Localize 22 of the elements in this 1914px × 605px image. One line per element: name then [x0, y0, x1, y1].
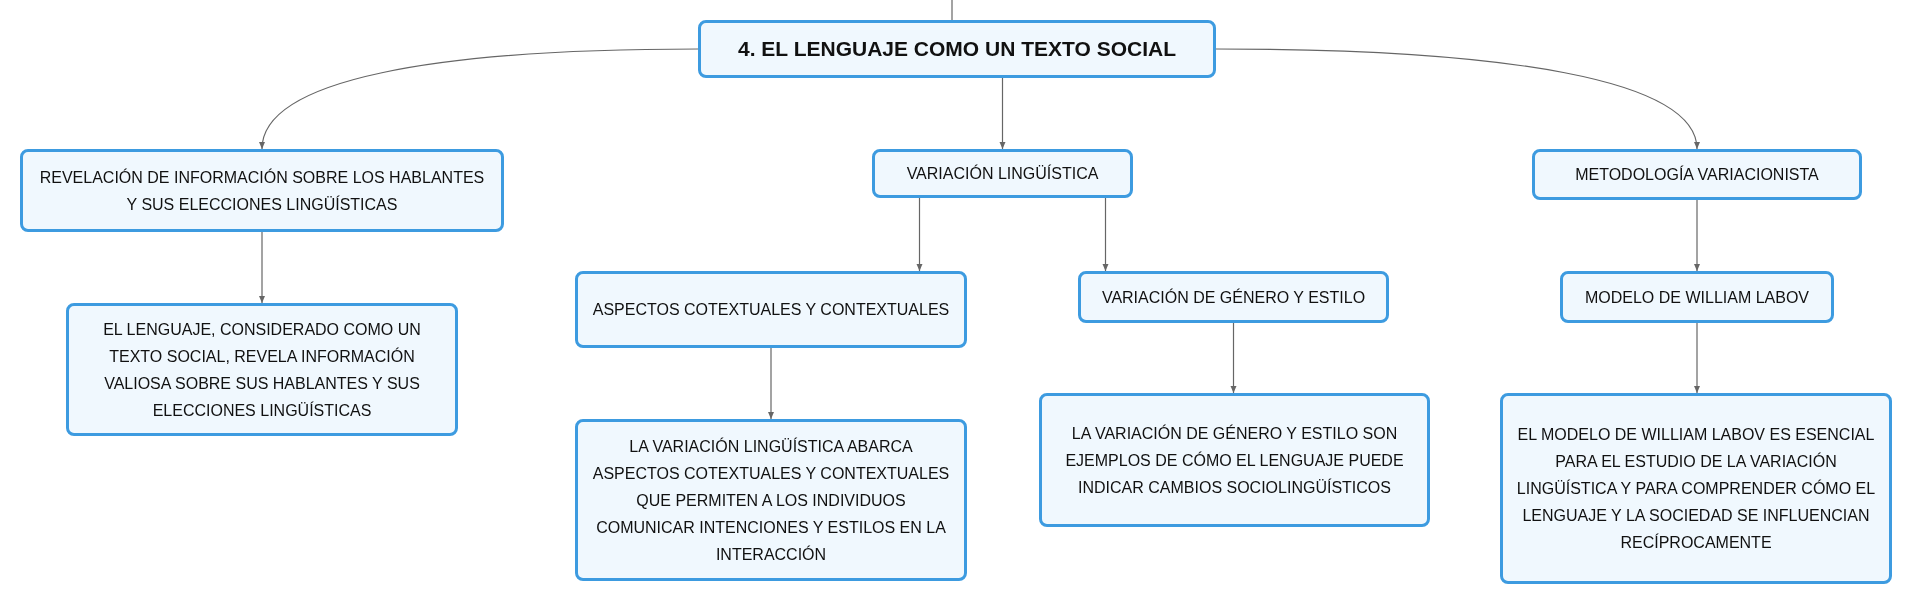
- concept-box: VARIACIÓN LINGÜÍSTICA: [872, 149, 1133, 198]
- connector-line: [1215, 48, 1699, 150]
- concept-box: EL LENGUAJE, CONSIDERADO COMO UN TEXTO SOCIAL, REVELA INFORMACIÓN VALIOSA SOBRE SUS HABLANTES Y SUS ELECCIONES LINGÜÍSTICAS: [66, 303, 458, 436]
- concept-box: VARIACIÓN DE GÉNERO Y ESTILO: [1078, 271, 1389, 323]
- concept-box: METODOLOGÍA VARIACIONISTA: [1532, 149, 1862, 200]
- connector-line: [260, 48, 699, 150]
- concept-box: MODELO DE WILLIAM LABOV: [1560, 271, 1834, 323]
- concept-box: LA VARIACIÓN DE GÉNERO Y ESTILO SON EJEMPLOS DE CÓMO EL LENGUAJE PUEDE INDICAR CAMBIOS SOCIOLINGÜÍSTICOS: [1039, 393, 1430, 527]
- concept-box: LA VARIACIÓN LINGÜÍSTICA ABARCA ASPECTOS COTEXTUALES Y CONTEXTUALES QUE PERMITEN A LOS INDIVIDUOS COMUNICAR INTENCIONES Y ESTILOS EN LA INTERACCIÓN: [575, 419, 967, 581]
- connector-line: [768, 347, 774, 420]
- connector-line: [1694, 199, 1700, 272]
- concept-box: EL MODELO DE WILLIAM LABOV ES ESENCIAL PARA EL ESTUDIO DE LA VARIACIÓN LINGÜÍSTICA Y PARA COMPRENDER CÓMO EL LENGUAJE Y LA SOCIEDAD SE INFLUENCIAN RECÍPROCAMENTE: [1500, 393, 1892, 584]
- connector-line: [999, 77, 1006, 150]
- connector-line: [1102, 197, 1109, 272]
- concept-box: ASPECTOS COTEXTUALES Y CONTEXTUALES: [575, 271, 967, 348]
- connector-line: [1230, 322, 1237, 394]
- connector-line: [1694, 322, 1700, 394]
- connector-line: [951, 0, 953, 21]
- connector-line: [259, 231, 265, 304]
- topic-box: 4. EL LENGUAJE COMO UN TEXTO SOCIAL: [698, 20, 1216, 78]
- connector-line: [916, 197, 923, 272]
- concept-box: REVELACIÓN DE INFORMACIÓN SOBRE LOS HABLANTES Y SUS ELECCIONES LINGÜÍSTICAS: [20, 149, 504, 232]
